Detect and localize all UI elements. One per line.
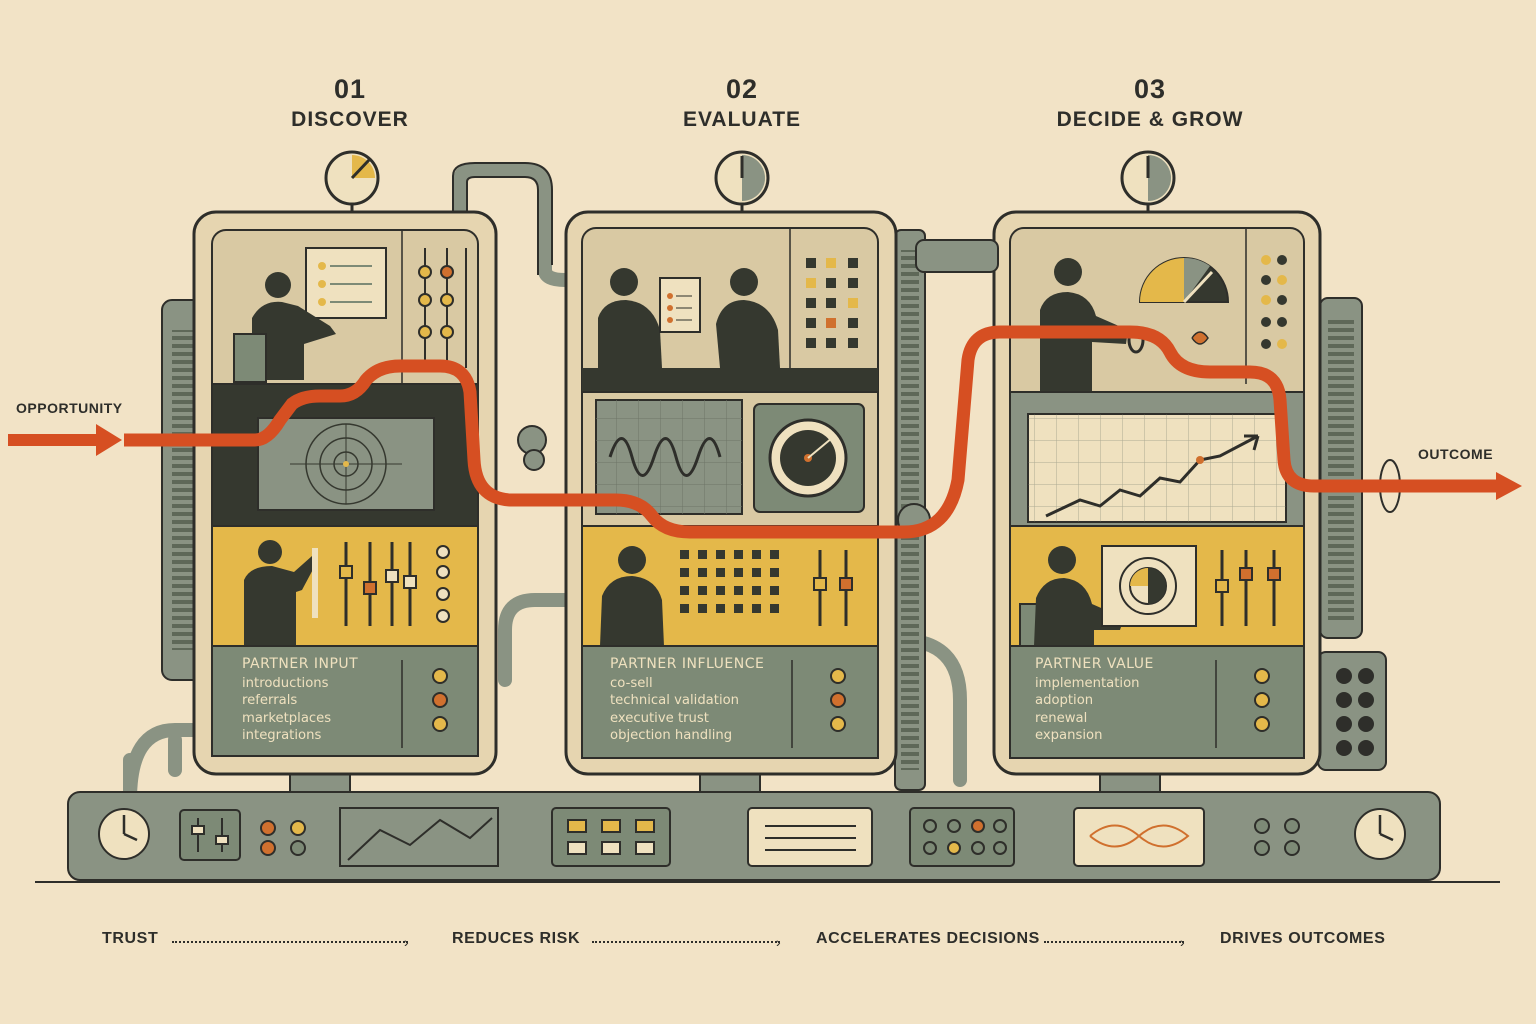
indicator-light-icon — [432, 668, 448, 684]
panel-item: introductions — [242, 676, 329, 691]
panel-item: marketplaces — [242, 710, 332, 726]
indicator-light-icon — [1254, 692, 1270, 708]
input-label: OPPORTUNITY — [16, 400, 123, 416]
stage-3-title: DECIDE & GROW — [1056, 108, 1244, 131]
footer-step-reduces-risk: REDUCES RISK — [452, 930, 581, 947]
footer-chain: TRUST › REDUCES RISK › ACCELERATES DECIS… — [0, 930, 1536, 956]
panel-item: expansion — [1035, 728, 1103, 744]
panel-item: referrals — [242, 693, 298, 709]
stage-1-panel: PARTNER INPUT introductions referrals ma… — [242, 656, 358, 745]
stage-1-number: 01 — [333, 74, 367, 104]
footer-step-trust: TRUST — [102, 930, 159, 947]
panel-item: implementation — [1035, 676, 1140, 691]
panel-item: co-sell — [610, 676, 653, 691]
dial-screen-icon — [753, 403, 865, 513]
flow-path — [124, 325, 1500, 539]
stage-3-panel: PARTNER VALUE implementation adoption re… — [1035, 656, 1154, 745]
footer-step-drives-outcomes: DRIVES OUTCOMES — [1220, 930, 1386, 947]
dotted-arrow — [1044, 941, 1184, 943]
indicator-light-icon — [830, 668, 846, 684]
indicator-light-icon — [830, 692, 846, 708]
outcome-arrowhead — [1496, 472, 1522, 500]
radar-screen-icon — [257, 417, 435, 511]
panel-item: objection handling — [610, 728, 733, 744]
indicator-light-icon — [830, 716, 846, 732]
arrow-tip-icon: › — [776, 934, 781, 950]
indicator-light-icon — [1254, 668, 1270, 684]
panel-item: technical validation — [610, 693, 740, 709]
panel-heading: PARTNER INPUT — [242, 656, 359, 672]
stage-2-number: 02 — [725, 74, 759, 104]
indicator-light-icon — [432, 716, 448, 732]
gauge-icon — [1120, 150, 1176, 206]
panel-item: renewal — [1035, 710, 1088, 726]
footer-step-accelerates-decisions: ACCELERATES DECISIONS — [816, 930, 1040, 947]
dotted-arrow — [172, 941, 408, 943]
arrow-tip-icon: › — [404, 934, 409, 950]
arrow-tip-icon: › — [1180, 934, 1185, 950]
indicator-light-icon — [1254, 716, 1270, 732]
panel-heading: PARTNER INFLUENCE — [610, 656, 765, 672]
base-console-modules — [98, 807, 1406, 867]
panel-item: adoption — [1035, 693, 1094, 709]
gauge-icon — [324, 150, 380, 206]
panel-item: executive trust — [610, 710, 709, 726]
stage-3-number: 03 — [1133, 74, 1167, 104]
machine-decide-grow — [992, 150, 1322, 776]
panel-item: integrations — [242, 728, 322, 744]
dotted-arrow — [592, 941, 780, 943]
stage-2-panel: PARTNER INFLUENCE co-sell technical vali… — [610, 656, 764, 745]
stage-1-title: DISCOVER — [291, 108, 409, 131]
output-label: OUTCOME — [1418, 446, 1494, 462]
indicator-light-icon — [432, 692, 448, 708]
stage-2-title: EVALUATE — [682, 108, 802, 131]
growth-chart-icon — [1027, 413, 1287, 523]
gauge-icon — [714, 150, 770, 206]
opportunity-input-arrow — [8, 424, 122, 456]
panel-heading: PARTNER VALUE — [1035, 656, 1154, 672]
